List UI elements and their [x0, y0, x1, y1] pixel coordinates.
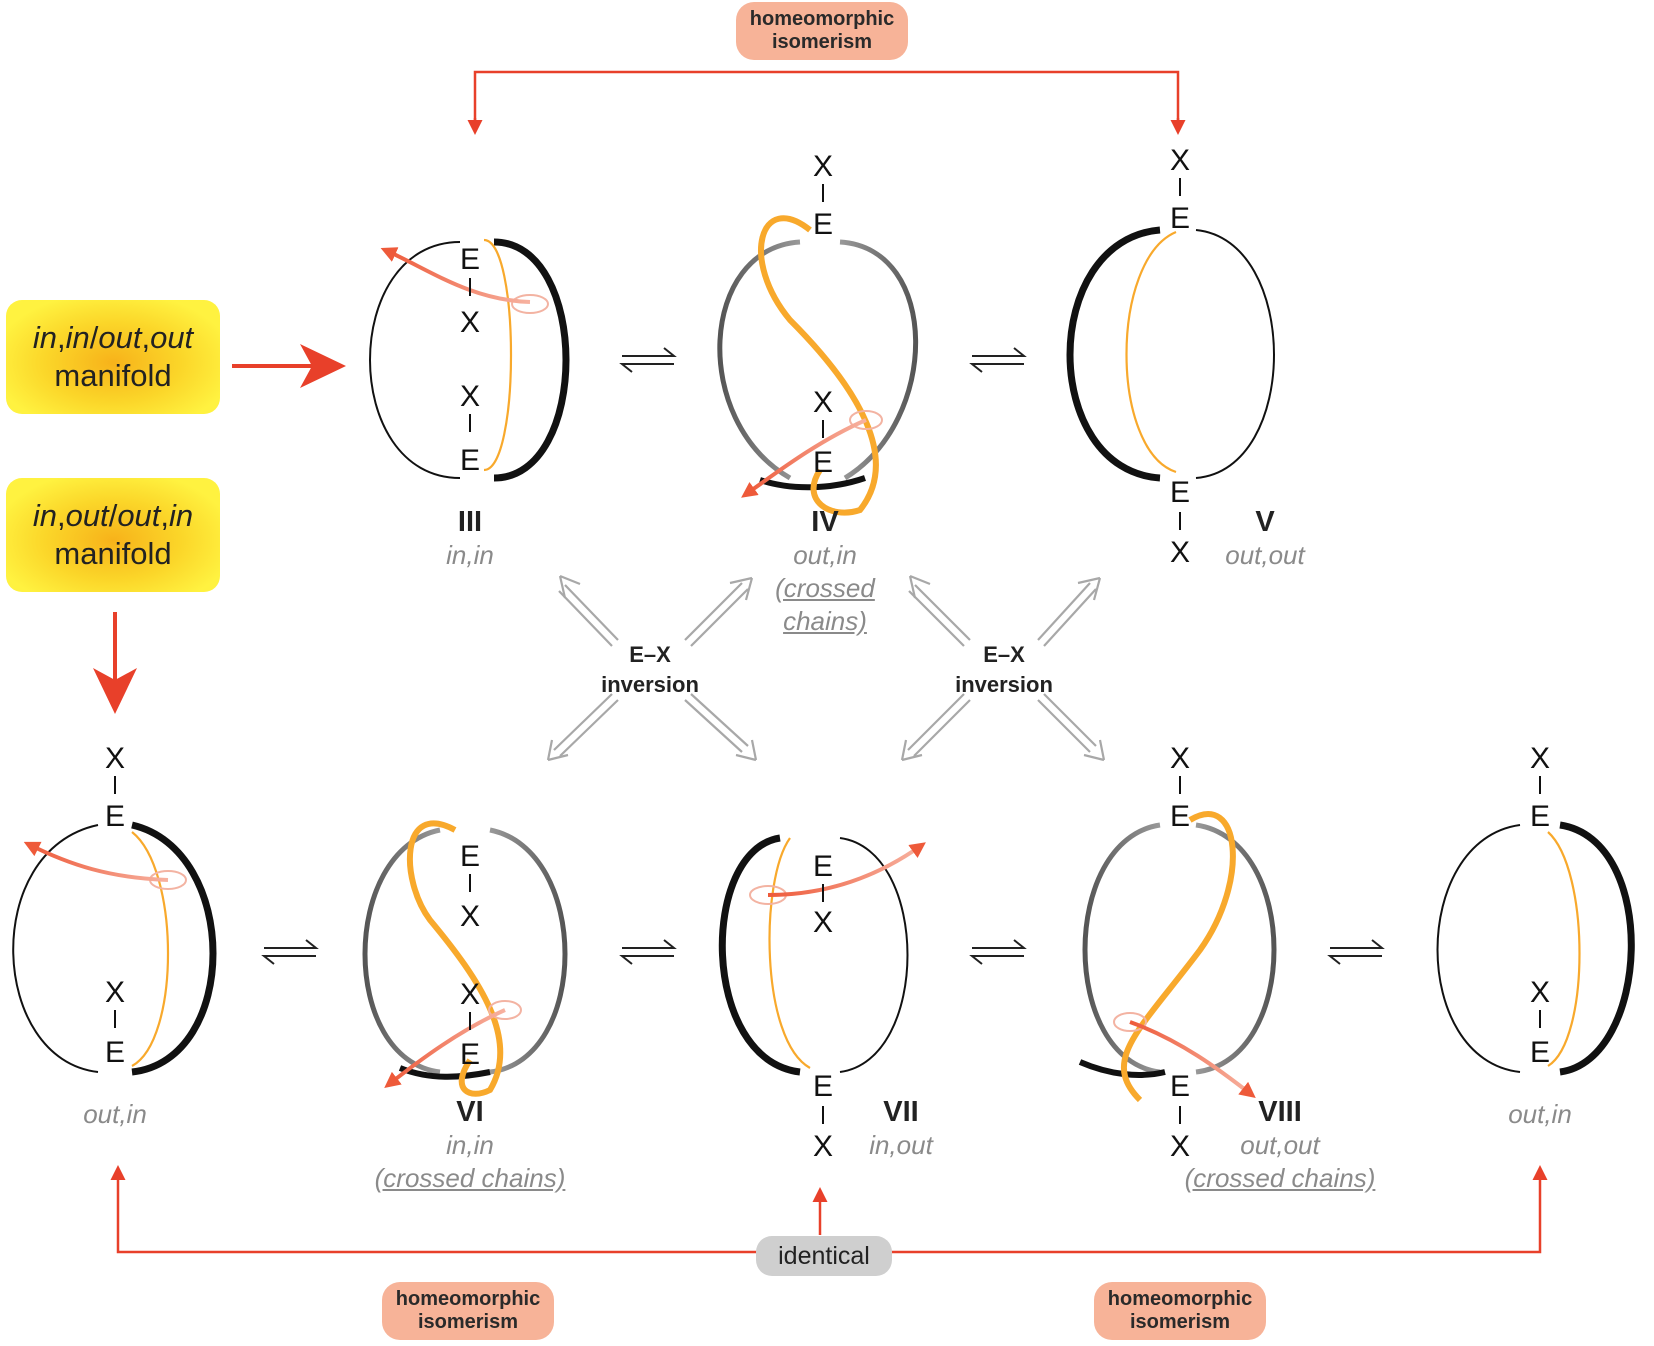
atom-X: X — [459, 380, 480, 413]
atom-E: E — [812, 850, 833, 883]
bond — [1179, 1106, 1181, 1124]
equilibrium-arrows — [261, 347, 1385, 965]
label-V: V out,out — [1225, 506, 1305, 570]
atom-X: X — [812, 906, 833, 939]
atom-X: X — [104, 976, 125, 1009]
structure-left-bottom — [12, 821, 217, 1076]
pill-line2: isomerism — [417, 1311, 519, 1333]
bond — [469, 278, 471, 296]
top-homeomorphic-connector — [467, 70, 1186, 135]
bond — [114, 1010, 116, 1028]
bond — [1179, 512, 1181, 530]
pill-line1: homeomorphic — [749, 8, 895, 30]
atom-X: X — [812, 386, 833, 419]
atom-X: X — [459, 978, 480, 1011]
atom-E: E — [812, 1070, 833, 1103]
atom-E: E — [1169, 1070, 1190, 1103]
atom-E: E — [459, 444, 480, 477]
manifold-arrow-down — [93, 612, 137, 714]
label-VIII: VIII out,out (crossed chains) — [1184, 1096, 1376, 1193]
identical-label: identical — [778, 1241, 870, 1270]
label-IV: IV out,in (crossed chains) — [775, 506, 875, 636]
bond — [822, 884, 824, 902]
bond — [1539, 1010, 1541, 1028]
structure-VI — [362, 820, 568, 1097]
atom-X: X — [1529, 976, 1550, 1009]
pill-line1: homeomorphic — [1107, 1288, 1253, 1310]
pill-line2: isomerism — [1129, 1311, 1231, 1333]
atom-E: E — [104, 1036, 125, 1069]
manifold-word: manifold — [54, 358, 172, 393]
atom-E: E — [1529, 1036, 1550, 1069]
atom-X: X — [459, 306, 480, 339]
atom-X: X — [1169, 742, 1190, 775]
atom-E: E — [104, 800, 125, 833]
atom-X: X — [1529, 742, 1550, 775]
atom-X: X — [1169, 144, 1190, 177]
manifold-in-out-out-in: in,out/out,in manifold — [6, 478, 220, 592]
atom-E: E — [459, 243, 480, 276]
label-VII: VII in,out — [869, 1096, 933, 1160]
bond — [822, 184, 824, 202]
atom-E: E — [1169, 476, 1190, 509]
inversion-arrows — [546, 574, 1106, 762]
bond — [1179, 776, 1181, 794]
structure-IV — [717, 215, 919, 516]
manifold-title: in,in/out,out — [32, 320, 194, 355]
manifold-arrow-right — [232, 344, 346, 388]
structure-V — [1066, 226, 1275, 482]
atom-E: E — [1529, 800, 1550, 833]
bond — [1539, 776, 1541, 794]
structure-VIII — [1078, 811, 1277, 1103]
label-left-bottom: out,in — [83, 1099, 147, 1129]
bond — [469, 874, 471, 892]
label-right-bottom: out,in — [1508, 1099, 1572, 1129]
bond — [469, 414, 471, 432]
atom-E: E — [812, 208, 833, 241]
manifold-in-in-out-out: in,in/out,out manifold — [6, 300, 220, 414]
atom-E: E — [1169, 202, 1190, 235]
bond — [1179, 178, 1181, 196]
atom-E: E — [459, 840, 480, 873]
atom-E: E — [812, 446, 833, 479]
bond — [469, 1012, 471, 1030]
pill-line2: isomerism — [771, 31, 873, 53]
structure-right-bottom — [1436, 821, 1635, 1076]
bond — [822, 420, 824, 438]
atom-X: X — [459, 900, 480, 933]
atom-X: X — [812, 1130, 833, 1163]
structure-III — [369, 238, 570, 482]
bond — [114, 776, 116, 794]
manifold-title: in,out/out,in — [32, 498, 194, 533]
atom-X: X — [1169, 536, 1190, 569]
bond — [822, 1106, 824, 1124]
atom-X: X — [812, 150, 833, 183]
pill-line1: homeomorphic — [395, 1288, 541, 1310]
atom-X: X — [1169, 1130, 1190, 1163]
atom-E: E — [1169, 800, 1190, 833]
top-homeomorphic-pill: homeomorphic isomerism — [736, 2, 908, 60]
atom-E: E — [459, 1038, 480, 1071]
structure-VII — [718, 834, 926, 1076]
label-VI: VI in,in (crossed chains) — [374, 1096, 566, 1193]
bottom-right-homeomorphic-pill: homeomorphic isomerism — [1094, 1282, 1266, 1340]
identical-badge: identical — [756, 1236, 892, 1276]
label-III: III in,in — [446, 506, 494, 570]
manifold-word: manifold — [54, 536, 172, 571]
bottom-left-homeomorphic-pill: homeomorphic isomerism — [382, 1282, 554, 1340]
atom-X: X — [104, 742, 125, 775]
